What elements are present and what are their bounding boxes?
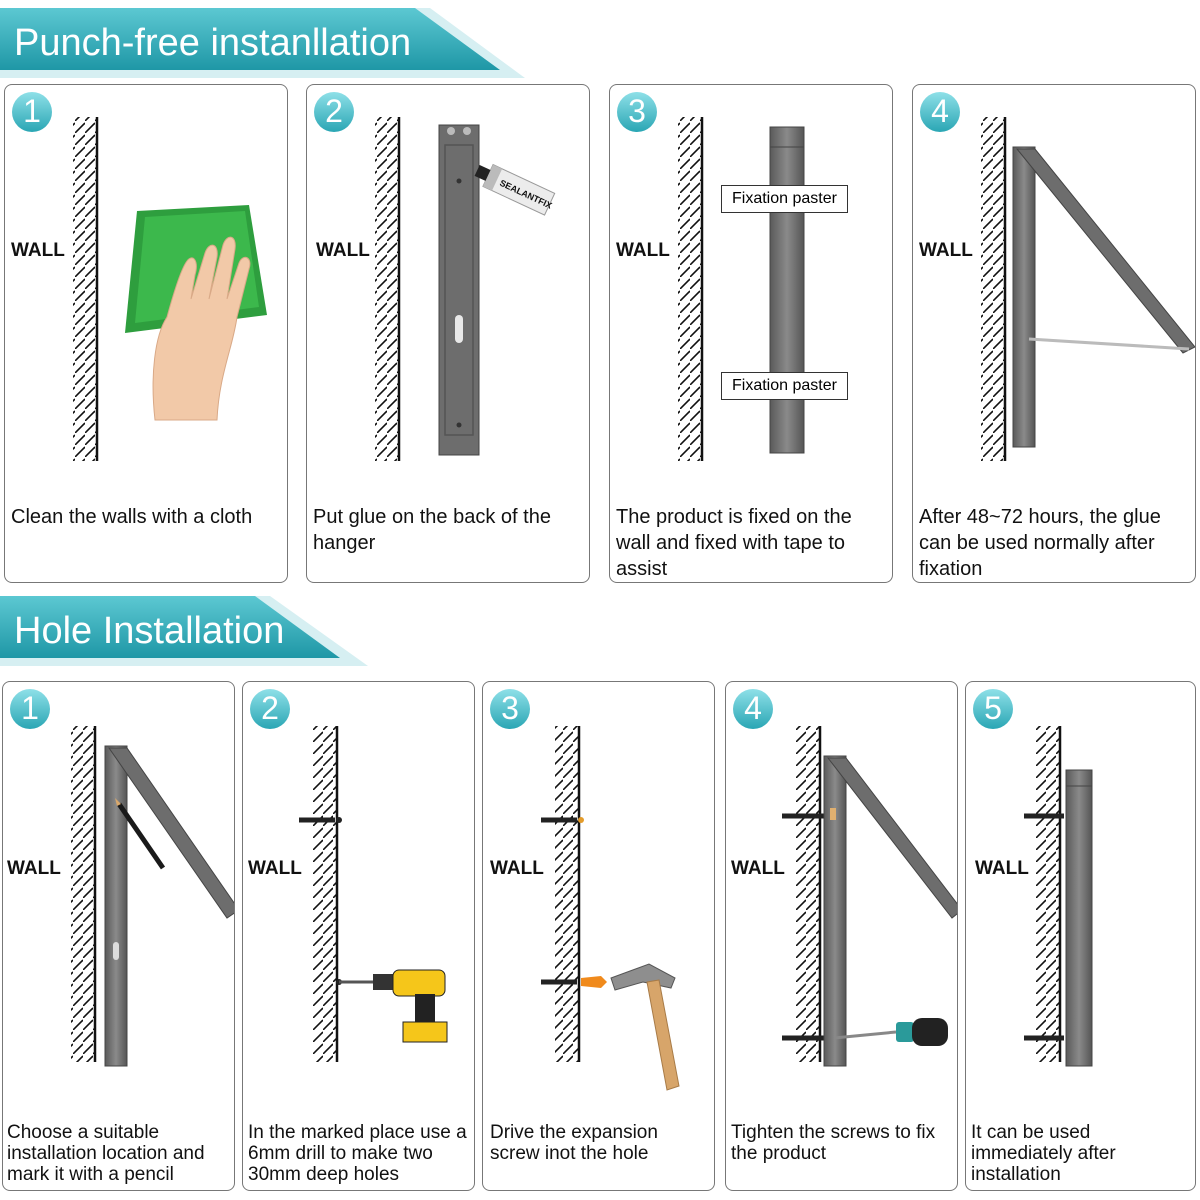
section-title: Punch-free instanllation bbox=[14, 22, 412, 64]
section-banner-hole: Hole Installation bbox=[0, 596, 380, 668]
step-caption: After 48~72 hours, the glue can be used … bbox=[919, 506, 1161, 580]
wall-label: WALL bbox=[490, 858, 544, 879]
step-number-badge: 4 bbox=[732, 688, 774, 730]
step-card-punch-1: 1 WALL Clean the walls with a cloth bbox=[4, 84, 288, 583]
hanger-bar bbox=[769, 126, 805, 454]
step-number-badge: 3 bbox=[489, 688, 531, 730]
step-number-badge: 1 bbox=[9, 688, 51, 730]
hammer-icon bbox=[610, 963, 680, 1091]
step-caption: Tighten the screws to fix the product bbox=[731, 1122, 936, 1164]
glue-tube-icon: SEALANTFIX bbox=[474, 163, 556, 216]
step-card-hole-2: 2 WALL In the marked place use a 6mm dri… bbox=[242, 681, 475, 1191]
step-caption: Drive the expansion screw inot the hole bbox=[490, 1122, 658, 1164]
step-number-badge: 1 bbox=[11, 91, 53, 133]
step-number-badge: 2 bbox=[249, 688, 291, 730]
cloth-hand-icon bbox=[125, 205, 267, 421]
banner-shape bbox=[0, 8, 525, 78]
step-caption: Put glue on the back of the hanger bbox=[313, 506, 551, 554]
wall-label: WALL bbox=[7, 858, 61, 879]
step-number-badge: 2 bbox=[313, 91, 355, 133]
wall-label: WALL bbox=[731, 858, 785, 879]
step-caption: It can be used immediately after install… bbox=[971, 1122, 1116, 1185]
fixation-paster-label-bottom: Fixation paster bbox=[721, 372, 848, 400]
wall-label: WALL bbox=[919, 240, 973, 261]
step-illustration bbox=[541, 726, 680, 1091]
step-number-badge: 5 bbox=[972, 688, 1014, 730]
drill-icon bbox=[339, 969, 448, 1043]
pencil-icon bbox=[115, 798, 166, 870]
step-illustration bbox=[981, 117, 1195, 461]
step-illustration bbox=[782, 726, 957, 1067]
step-card-hole-3: 3 WALL Drive the expansion screw inot th… bbox=[482, 681, 715, 1191]
banner-shape bbox=[0, 596, 368, 666]
fixation-paster-label-top: Fixation paster bbox=[721, 185, 848, 213]
step-card-punch-4: 4 WALL After 48~72 hours, the glue can b… bbox=[912, 84, 1196, 583]
screwdriver-icon bbox=[833, 1018, 948, 1046]
step-card-hole-1: 1 WALL Choose a suitable installation lo… bbox=[2, 681, 235, 1191]
step-card-punch-3: Fixation paster Fixation paster 3 WALL T… bbox=[609, 84, 893, 583]
section-banner-punch-free: Punch-free instanllation bbox=[0, 8, 540, 80]
step-number-badge: 3 bbox=[616, 91, 658, 133]
step-illustration bbox=[299, 726, 448, 1062]
step-number-badge: 4 bbox=[919, 91, 961, 133]
step-caption: Choose a suitable installation location … bbox=[7, 1122, 205, 1185]
wall-label: WALL bbox=[316, 240, 370, 261]
step-illustration bbox=[73, 117, 267, 461]
step-caption: Clean the walls with a cloth bbox=[11, 506, 253, 528]
step-caption: The product is fixed on the wall and fix… bbox=[616, 506, 852, 580]
step-illustration bbox=[1024, 726, 1093, 1067]
step-illustration: SEALANTFIX bbox=[375, 117, 556, 461]
wall-label: WALL bbox=[248, 858, 302, 879]
wall-label: WALL bbox=[975, 858, 1029, 879]
wall-label: WALL bbox=[616, 240, 670, 261]
step-card-hole-4: 4 WALL Tighten the screws to fix the pro… bbox=[725, 681, 958, 1191]
wall-label: WALL bbox=[11, 240, 65, 261]
folded-out-hanger bbox=[1012, 146, 1195, 448]
step-card-punch-2: SEALANTFIX 2 WALL Put glue on the back o… bbox=[306, 84, 590, 583]
bracket-plate bbox=[438, 124, 480, 456]
step-caption: In the marked place use a 6mm drill to m… bbox=[248, 1122, 467, 1185]
step-card-hole-5: 5 WALL It can be used immediately after … bbox=[965, 681, 1196, 1191]
step-illustration bbox=[71, 726, 234, 1067]
section-title: Hole Installation bbox=[14, 610, 285, 652]
